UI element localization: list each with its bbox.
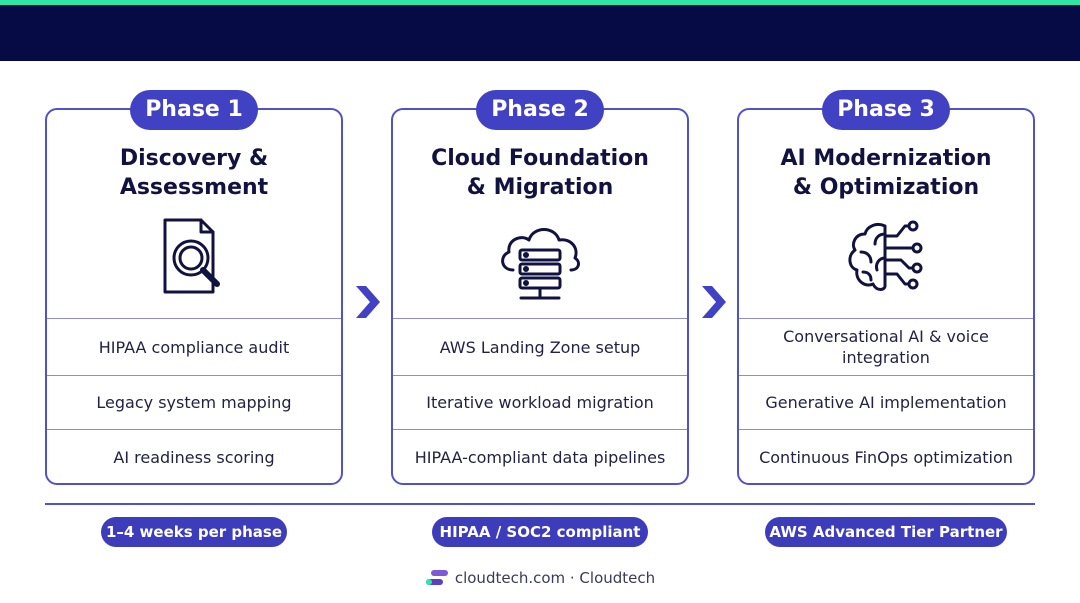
phase-label: Phase 2 <box>476 90 604 130</box>
top-accent-bar <box>0 0 1080 5</box>
list-item: Iterative workload migration <box>393 375 687 429</box>
phase-title-line: & Migration <box>466 175 614 200</box>
phase-title-line: Cloud Foundation <box>431 146 649 171</box>
phase-title: AI Modernization & Optimization <box>749 144 1023 202</box>
list-item: Continuous FinOps optimization <box>739 429 1033 484</box>
phase-title: Discovery & Assessment <box>57 144 331 202</box>
list-item: Legacy system mapping <box>47 375 341 429</box>
phase-title: Cloud Foundation & Migration <box>403 144 677 202</box>
phase-card-1: Phase 1 Discovery & Assessment HIPAA com… <box>45 90 343 485</box>
header-band <box>0 5 1080 61</box>
timeline-badge: 1–4 weeks per phase <box>101 517 287 547</box>
chevron-right-icon <box>352 282 382 322</box>
ai-brain-circuit-icon <box>839 212 933 306</box>
list-item: Conversational AI & voice integration <box>739 318 1033 375</box>
phase-title-line: Assessment <box>119 175 269 200</box>
footer: cloudtech.com · Cloudtech <box>0 569 1080 587</box>
list-item: Generative AI implementation <box>739 375 1033 429</box>
phase-title-line: Discovery & <box>119 146 269 171</box>
list-item: HIPAA-compliant data pipelines <box>393 429 687 484</box>
cloud-server-icon <box>493 212 587 306</box>
phase-title-line: & Optimization <box>792 175 980 200</box>
phase-card-2: Phase 2 Cloud Foundation & Migration AWS… <box>391 90 689 485</box>
footer-text: cloudtech.com · Cloudtech <box>454 569 656 587</box>
cloudtech-logo-icon <box>425 569 449 587</box>
document-magnifier-icon <box>147 212 241 306</box>
compliance-badge: HIPAA / SOC2 compliant <box>432 517 648 547</box>
list-item: HIPAA compliance audit <box>47 318 341 375</box>
phase-label: Phase 3 <box>822 90 950 130</box>
phase-card-3: Phase 3 AI Modernization & Optimization … <box>737 90 1035 485</box>
chevron-right-icon <box>698 282 728 322</box>
divider <box>45 503 1035 505</box>
phase-title-line: AI Modernization <box>780 146 992 171</box>
phase-label: Phase 1 <box>130 90 258 130</box>
list-item: AWS Landing Zone setup <box>393 318 687 375</box>
list-item: AI readiness scoring <box>47 429 341 484</box>
partner-badge: AWS Advanced Tier Partner <box>765 517 1007 547</box>
